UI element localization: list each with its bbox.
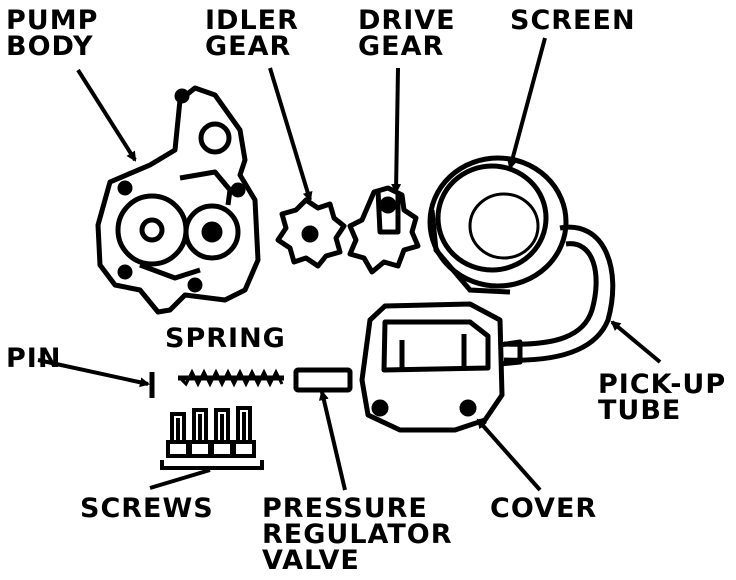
spring-label: SPRING bbox=[165, 323, 286, 354]
pin-leader bbox=[37, 358, 150, 388]
pressure-regulator-valve bbox=[293, 367, 353, 393]
screws bbox=[160, 406, 264, 470]
valve-leader bbox=[318, 390, 347, 491]
pump-body-label: PUMP BODY bbox=[6, 5, 99, 62]
pump-body-label-line2: BODY bbox=[6, 31, 94, 62]
cover-label-line1: COVER bbox=[490, 493, 598, 524]
pick-up-tube bbox=[503, 224, 616, 363]
screen bbox=[427, 155, 569, 295]
screen-label: SCREEN bbox=[510, 5, 636, 36]
pump-body-label-line1: PUMP bbox=[6, 5, 99, 36]
screws-label-line1: SCREWS bbox=[80, 493, 214, 524]
screws-leader bbox=[149, 468, 211, 490]
drive-gear-label: DRIVE GEAR bbox=[358, 5, 456, 62]
pressure-regulator-valve-label-line2: REGULATOR bbox=[262, 519, 453, 550]
idler-gear-label-line1: IDLER bbox=[205, 5, 299, 36]
cover-label: COVER bbox=[490, 493, 598, 524]
pin-label-line1: PIN bbox=[6, 343, 62, 374]
spring-label-line1: SPRING bbox=[165, 323, 286, 354]
pressure-regulator-valve-label-line1: PRESSURE bbox=[262, 493, 428, 524]
pick-up-tube-label-line2: TUBE bbox=[598, 395, 682, 426]
screen-leader bbox=[507, 37, 547, 170]
screen-label-line1: SCREEN bbox=[510, 5, 636, 36]
cover-leader bbox=[476, 418, 542, 492]
leader-lines bbox=[37, 37, 662, 492]
pick-up-tube-label-line1: PICK-UP bbox=[598, 369, 727, 400]
idler-gear-leader bbox=[268, 67, 313, 202]
idler-gear-label: IDLER GEAR bbox=[205, 5, 299, 62]
screws-label: SCREWS bbox=[80, 493, 214, 524]
drive-gear bbox=[347, 185, 421, 275]
pressure-regulator-valve-label-line3: VALVE bbox=[262, 545, 360, 576]
pump-body-leader bbox=[76, 68, 137, 162]
pick-up-tube-leader bbox=[610, 320, 662, 364]
idler-gear bbox=[275, 197, 347, 269]
idler-gear-label-line2: GEAR bbox=[205, 31, 292, 62]
drive-gear-label-line1: DRIVE bbox=[358, 5, 456, 36]
spring bbox=[178, 368, 284, 388]
cover bbox=[359, 301, 523, 433]
pin-label: PIN bbox=[6, 343, 62, 374]
drive-gear-leader bbox=[391, 67, 402, 194]
drive-gear-label-line2: GEAR bbox=[358, 31, 445, 62]
pick-up-tube-label: PICK-UP TUBE bbox=[598, 369, 727, 426]
pressure-regulator-valve-label: PRESSURE REGULATOR VALVE bbox=[262, 493, 453, 576]
pump-body bbox=[95, 85, 261, 315]
